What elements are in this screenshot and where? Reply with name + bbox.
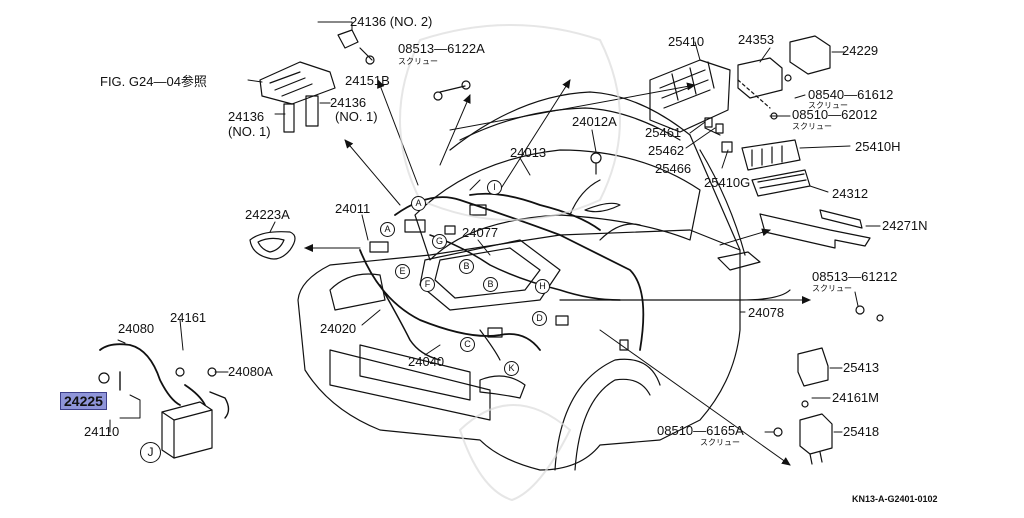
label-25410G: 25410G [704, 175, 751, 190]
marker-d: D [532, 311, 547, 326]
fuse-block-25410H [741, 139, 801, 171]
fuse-box-25410 [649, 59, 731, 133]
label-24080: 24080 [118, 321, 155, 336]
watermark-crest [399, 24, 621, 502]
diagram-code: KN13-A-G2401-0102 [852, 494, 938, 504]
marker-c: C [460, 337, 475, 352]
label-24136-no1-right: 24136 [330, 95, 367, 110]
label-08513-61212: 08513—61212 [812, 269, 898, 284]
label-24161: 24161 [170, 310, 207, 325]
marker-e: E [395, 264, 410, 279]
label-24161M: 24161M [832, 390, 879, 405]
label-25466: 25466 [655, 161, 692, 176]
label-24225-highlighted: 24225 [60, 392, 107, 410]
label-08510-6165A-sub: スクリュー [700, 438, 740, 447]
label-08513-6122A: 08513—6122A [398, 41, 485, 56]
label-25410H: 25410H [855, 139, 901, 154]
label-24223A: 24223A [245, 207, 290, 222]
label-24136-no1-right-sub: (NO. 1) [335, 109, 378, 124]
label-fig-ref: FIG. G24—04参照 [100, 74, 207, 89]
label-24271N: 24271N [882, 218, 928, 233]
bracket-24229 [789, 35, 831, 75]
label-25410: 25410 [668, 34, 705, 49]
label-08510-6165A: 08510—6165A [657, 423, 744, 438]
label-25418: 25418 [843, 424, 880, 439]
grille [329, 349, 491, 421]
label-24353: 24353 [738, 32, 775, 47]
label-24151B: 24151B [345, 73, 390, 88]
label-24080A: 24080A [228, 364, 273, 379]
hood-outline [414, 149, 701, 261]
marker-i: I [487, 180, 502, 195]
marker-f: F [420, 277, 435, 292]
marker-h: H [535, 279, 550, 294]
battery [161, 401, 213, 459]
label-24040: 24040 [408, 354, 445, 369]
label-25413: 25413 [843, 360, 880, 375]
marker-a-lower: A [380, 222, 395, 237]
relay-24353 [737, 57, 783, 99]
marker-a-upper: A [411, 196, 426, 211]
marker-b-left: B [459, 259, 474, 274]
label-24229: 24229 [842, 43, 879, 58]
marker-k: K [504, 361, 519, 376]
car-body-outline [297, 229, 741, 471]
label-24136-no1-left: 24136 [228, 109, 265, 124]
label-25461: 25461 [645, 125, 682, 140]
label-24078: 24078 [748, 305, 785, 320]
label-08513-6122A-sub: スクリュー [398, 57, 438, 66]
label-24011: 24011 [335, 201, 371, 216]
label-24136-no2: 24136 (NO. 2) [350, 14, 433, 29]
relay-bracket [259, 61, 336, 105]
relay-24136-no2 [337, 29, 359, 49]
marker-b-right: B [483, 277, 498, 292]
label-25462: 25462 [648, 143, 685, 158]
label-24077: 24077 [462, 225, 499, 240]
label-08540-61612: 08540—61612 [808, 87, 894, 102]
label-08510-62012-sub: スクリュー [792, 122, 832, 131]
battery-cable-24080 [99, 343, 181, 406]
label-24013: 24013 [510, 145, 547, 160]
label-24110: 24110 [84, 424, 120, 439]
marker-g: G [432, 234, 447, 249]
label-24312: 24312 [832, 186, 869, 201]
marker-j-battery: J [140, 442, 161, 463]
label-24012A: 24012A [572, 114, 617, 129]
label-24136-no1-left-sub: (NO. 1) [228, 124, 271, 139]
label-24020: 24020 [320, 321, 357, 336]
harness-24078 [394, 196, 645, 351]
headlight [479, 375, 526, 399]
front-wheel [554, 358, 661, 471]
clip-24223A [249, 231, 296, 260]
sensor-25418 [799, 413, 833, 455]
relay-25413 [797, 347, 829, 387]
label-08513-61212-sub: スクリュー [812, 284, 852, 293]
label-08540-61612-sub: スクリュー [808, 101, 848, 110]
bracket-24271N [759, 213, 871, 249]
label-08510-62012: 08510—62012 [792, 107, 878, 122]
